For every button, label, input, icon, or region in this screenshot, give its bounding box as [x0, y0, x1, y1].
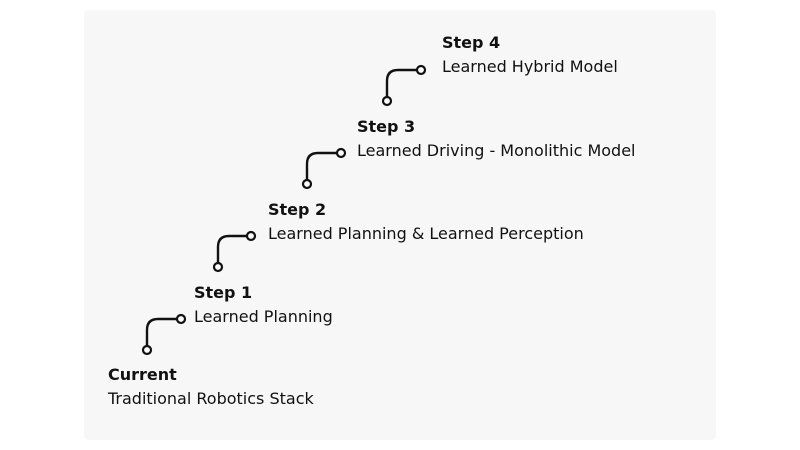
step-title: Step 1	[194, 283, 253, 302]
connector-node-icon	[381, 95, 393, 107]
connector-node-icon	[245, 230, 257, 242]
connector-node-icon	[141, 344, 153, 356]
connector-node-icon	[335, 147, 347, 159]
connector-step1-to-step2	[216, 234, 249, 265]
step-title: Step 3	[357, 117, 416, 136]
step-description: Learned Driving - Monolithic Model	[357, 141, 636, 160]
step-title: Step 4	[442, 33, 501, 52]
step-3: Step 3 Learned Driving - Monolithic Mode…	[357, 115, 636, 163]
step-description: Learned Hybrid Model	[442, 57, 618, 76]
step-current: Current Traditional Robotics Stack	[108, 363, 314, 411]
step-description: Learned Planning	[194, 307, 333, 326]
connector-node-icon	[301, 178, 313, 190]
step-4: Step 4 Learned Hybrid Model	[442, 31, 618, 79]
step-2: Step 2 Learned Planning & Learned Percep…	[268, 198, 584, 246]
connector-node-icon	[415, 64, 427, 76]
step-description: Traditional Robotics Stack	[108, 389, 314, 408]
step-title: Step 2	[268, 200, 327, 219]
step-title: Current	[108, 365, 177, 384]
connector-node-icon	[212, 261, 224, 273]
diagram-panel	[84, 10, 716, 440]
step-description: Learned Planning & Learned Perception	[268, 224, 584, 243]
connector-current-to-step1	[145, 317, 179, 348]
connector-step3-to-step4	[385, 68, 419, 99]
step-1: Step 1 Learned Planning	[194, 281, 333, 329]
connector-step2-to-step3	[305, 151, 339, 182]
connector-node-icon	[175, 313, 187, 325]
